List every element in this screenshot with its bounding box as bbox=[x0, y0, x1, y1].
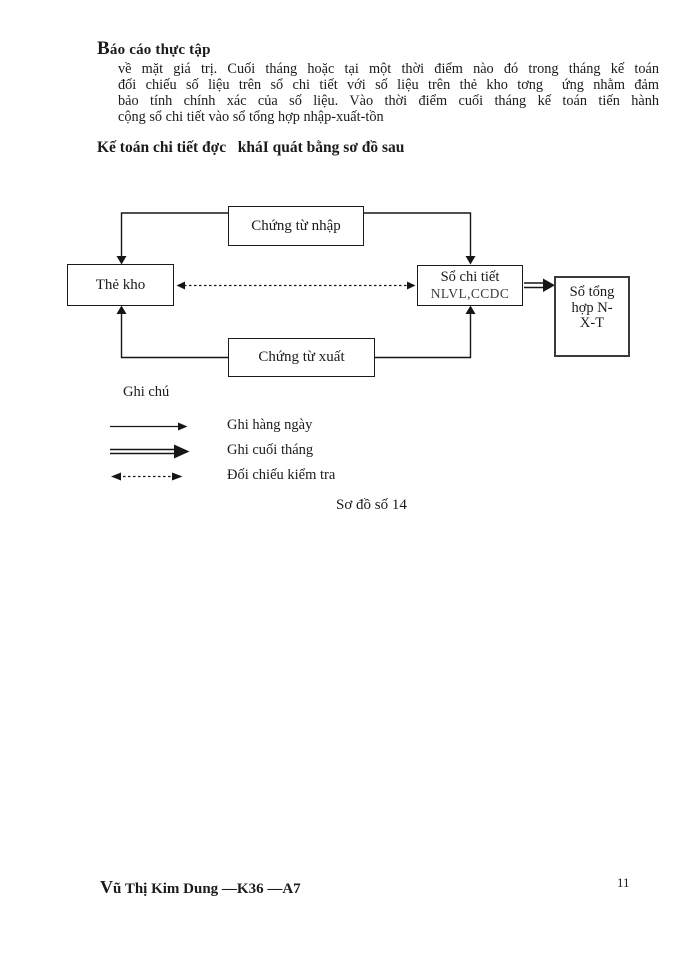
box-the-kho: Thẻ kho bbox=[67, 264, 174, 306]
page-header: Báo cáo thực tập bbox=[97, 38, 211, 59]
legend-arrow-reconcile bbox=[111, 472, 183, 481]
box-chung-tu-xuat: Chứng từ xuất bbox=[228, 338, 375, 377]
arrowhead-left-icon bbox=[111, 472, 121, 481]
box-label: Sổ chi tiết bbox=[440, 269, 500, 285]
diagram-caption: Sơ đồ số 14 bbox=[336, 497, 407, 513]
legend-item-label: Ghi hàng ngày bbox=[227, 417, 313, 433]
legend-item-label: Ghi cuối tháng bbox=[227, 442, 314, 458]
box-label-line: Sổ tổng bbox=[569, 284, 615, 300]
paragraph-line: về mặt giá trị. Cuối tháng hoặc tại một … bbox=[118, 61, 659, 77]
box-chung-tu-nhap: Chứng từ nhập bbox=[228, 206, 364, 246]
arrowhead-right-icon bbox=[178, 422, 188, 431]
arrowhead-up-icon bbox=[465, 305, 476, 314]
arrowhead-down-icon bbox=[465, 256, 476, 265]
paragraph-line: đối chiếu số liệu trên sổ chi tiết với s… bbox=[118, 77, 659, 93]
section-subtitle: Kế toán chi tiết đợc kháI quát bằng sơ đ… bbox=[97, 139, 405, 156]
box-label: Chứng từ xuất bbox=[258, 349, 345, 365]
legend-arrow-daily bbox=[110, 422, 188, 431]
arrowhead-left-icon bbox=[176, 281, 185, 290]
box-label: Chứng từ nhập bbox=[251, 217, 341, 234]
legend-item-label: Đối chiếu kiểm tra bbox=[227, 467, 336, 483]
footer-author: Vũ Thị Kim Dung —K36 —A7 bbox=[100, 877, 301, 897]
connector-nhap-to-sochitiet bbox=[364, 212, 472, 257]
connector-xuat-to-sochitiet bbox=[375, 313, 472, 359]
arrowhead-right-icon bbox=[172, 472, 183, 481]
arrowhead-right-icon bbox=[174, 444, 190, 459]
page-number: 11 bbox=[617, 875, 630, 890]
box-so-chi-tiet: Sổ chi tiết NLVL,CCDC bbox=[417, 265, 523, 306]
connector-nhap-to-thekho bbox=[120, 212, 228, 257]
arrowhead-right-icon bbox=[407, 281, 416, 290]
legend-arrow-monthly bbox=[110, 444, 190, 459]
box-label-line: hợp N- bbox=[571, 299, 613, 316]
body-paragraph: về mặt giá trị. Cuối tháng hoặc tại một … bbox=[118, 61, 659, 125]
connector-thekho-sochitiet-dashed bbox=[176, 281, 416, 290]
box-label-line: X-T bbox=[579, 315, 605, 331]
box-label: Thẻ kho bbox=[95, 276, 146, 293]
box-so-tong-hop: Sổ tổng hợp N- X-T bbox=[554, 276, 630, 357]
paragraph-line: bảo tính chính xác của số liệu. Vào thời… bbox=[118, 93, 659, 109]
box-sublabel: NLVL,CCDC bbox=[430, 285, 510, 301]
paragraph-line: cộng sổ chi tiết vào sổ tổng hợp nhập-xu… bbox=[118, 109, 384, 125]
connector-xuat-to-thekho bbox=[120, 313, 228, 359]
connector-sochitiet-to-sotonghop bbox=[524, 278, 555, 292]
arrowhead-up-icon bbox=[116, 305, 127, 314]
legend-title: Ghi chú bbox=[123, 384, 170, 400]
